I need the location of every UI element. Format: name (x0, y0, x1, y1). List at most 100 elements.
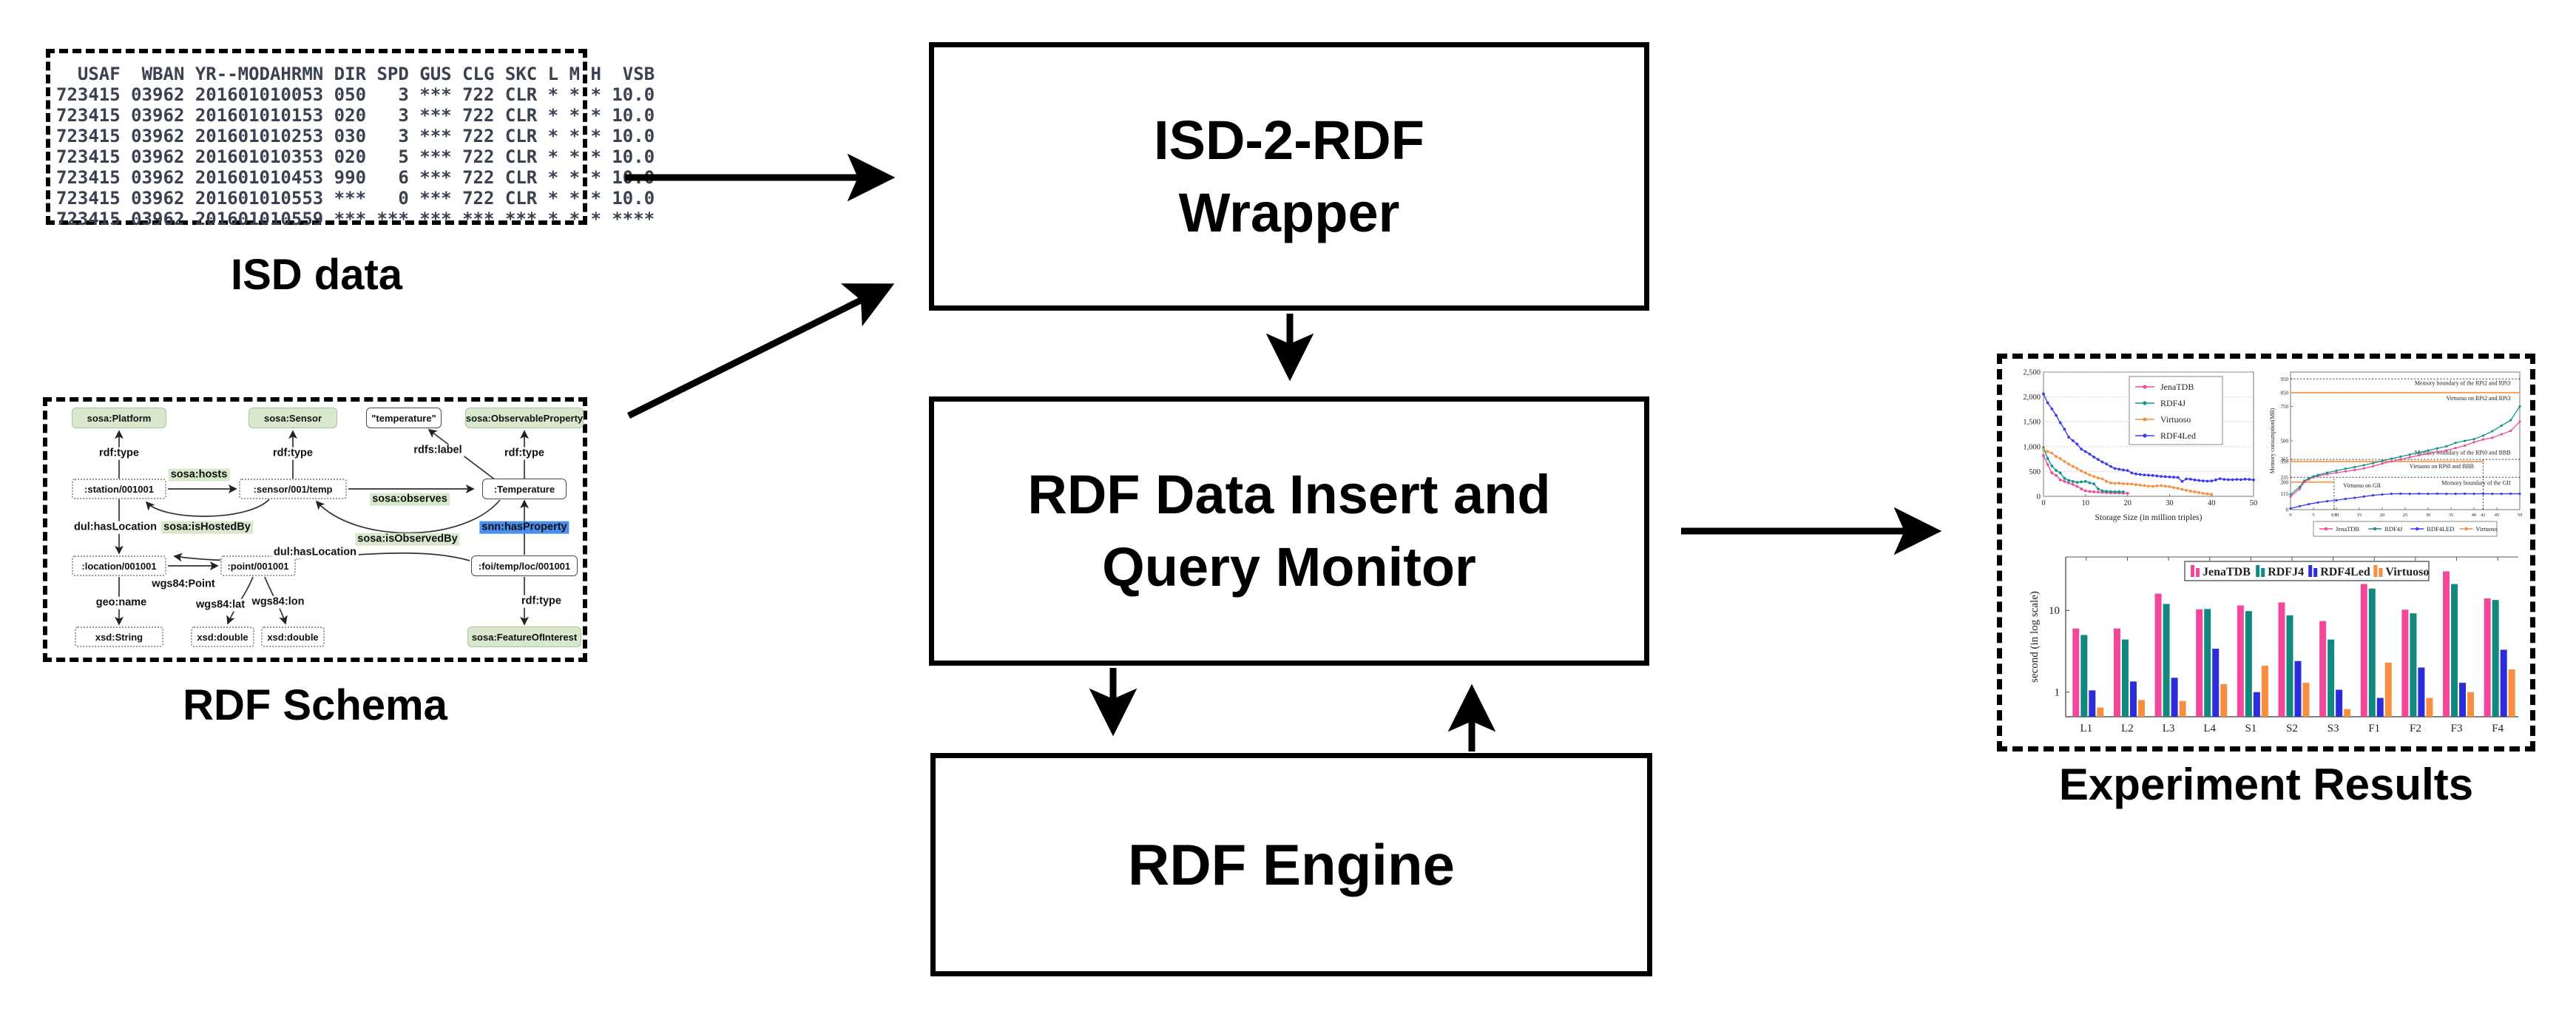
svg-text:200: 200 (2281, 479, 2289, 485)
svg-text:42: 42 (2481, 513, 2486, 518)
schema-edge-label: rdfs:label (411, 444, 464, 457)
svg-text:10: 10 (2049, 605, 2060, 617)
svg-text:L4: L4 (2203, 723, 2216, 734)
svg-text:10: 10 (2334, 513, 2339, 518)
schema-edge-label: rdf:type (271, 447, 315, 460)
svg-text:Virtuoso on GII: Virtuoso on GII (2343, 482, 2381, 489)
schema-node: sosa:Platform (72, 408, 166, 428)
svg-text:F2: F2 (2410, 723, 2421, 734)
svg-text:9.5: 9.5 (2331, 513, 2337, 518)
svg-text:S3: S3 (2327, 723, 2339, 734)
schema-edge-label: sosa:observes (370, 493, 450, 506)
schema-node: :location/001001 (72, 555, 166, 576)
svg-text:RDF4Led: RDF4Led (2160, 430, 2196, 441)
rdf-schema-graph: sosa:Platform sosa:Sensor "temperature" sos… (47, 402, 584, 658)
svg-text:10: 10 (2082, 499, 2090, 507)
svg-text:RDF4Led: RDF4Led (2320, 566, 2370, 578)
schema-node: :point/001001 (220, 555, 296, 576)
svg-text:0: 0 (2041, 499, 2045, 507)
wrapper-title-line2: Wrapper (1178, 181, 1400, 243)
svg-text:25: 25 (2403, 513, 2408, 518)
svg-text:1,500: 1,500 (2023, 419, 2041, 427)
svg-text:20: 20 (2380, 513, 2385, 518)
schema-node: :Temperature (482, 479, 567, 499)
svg-text:15: 15 (2357, 513, 2362, 518)
svg-text:20: 20 (2123, 499, 2132, 507)
svg-text:L3: L3 (2163, 723, 2175, 734)
svg-text:500: 500 (2029, 468, 2041, 476)
svg-text:L2: L2 (2121, 723, 2134, 734)
rdf-schema-box: sosa:Platform sosa:Sensor "temperature" sos… (43, 397, 587, 662)
wrapper-title-line1: ISD-2-RDF (1154, 109, 1424, 171)
schema-node: "temperature" (366, 408, 442, 428)
svg-text:1: 1 (2055, 687, 2061, 699)
isd-data-table: USAF WBAN YR--MODAHRMN DIR SPD GUS CLG S… (56, 64, 655, 229)
svg-text:950: 950 (2281, 376, 2289, 382)
svg-text:S2: S2 (2286, 723, 2298, 734)
schema-edge-label: geo:name (93, 596, 149, 609)
svg-text:2,000: 2,000 (2023, 394, 2041, 402)
svg-text:2,500: 2,500 (2023, 369, 2041, 377)
experiment-results-caption: Experiment Results (2058, 760, 2474, 809)
schema-edge-label: wgs84:lon (249, 595, 307, 609)
schema-node: xsd:String (75, 626, 163, 647)
svg-text:0: 0 (2286, 507, 2289, 513)
schema-edge-label: rdf:type (97, 447, 141, 460)
svg-text:50: 50 (2250, 499, 2258, 507)
svg-text:JenaTDB: JenaTDB (2160, 382, 2194, 392)
schema-node: sosa:ObservableProperty (465, 408, 584, 428)
svg-text:5: 5 (2312, 513, 2314, 518)
isd-data-box: USAF WBAN YR--MODAHRMN DIR SPD GUS CLG S… (46, 49, 655, 229)
schema-edge-label: wgs84:lat (193, 598, 248, 612)
svg-text:Virtuoso: Virtuoso (2475, 525, 2497, 533)
schema-edge-label: rdf:type (502, 447, 547, 460)
schema-node: :sensor/001/temp (239, 479, 347, 499)
svg-text:Virtuoso: Virtuoso (2385, 566, 2429, 578)
schema-node: xsd:double (261, 626, 325, 647)
monitor-title-line1: RDF Data Insert and (1027, 464, 1551, 526)
svg-text:L1: L1 (2080, 723, 2092, 734)
svg-text:RDF4LED: RDF4LED (2427, 525, 2454, 533)
svg-text:Memory boundary of the GII: Memory boundary of the GII (2441, 480, 2511, 487)
svg-text:1,000: 1,000 (2023, 443, 2041, 451)
schema-edge-label: rdf:type (519, 595, 564, 608)
isd-data-caption: ISD data (230, 251, 403, 299)
svg-text:RDF4J: RDF4J (2160, 398, 2185, 408)
svg-text:Memory consumption(MB): Memory consumption(MB) (2269, 408, 2276, 473)
svg-text:40: 40 (2472, 513, 2477, 518)
schema-edge-label: sosa:hosts (168, 468, 230, 482)
svg-text:350: 350 (2281, 459, 2289, 465)
svg-text:Storage Size (in million tripl: Storage Size (in million triples) (2095, 513, 2202, 522)
rdf-engine-box: RDF Engine (930, 753, 1652, 976)
svg-text:40: 40 (2208, 499, 2216, 507)
svg-text:30: 30 (2166, 499, 2174, 507)
svg-text:0: 0 (2289, 513, 2291, 518)
svg-text:115: 115 (2281, 491, 2289, 497)
svg-text:F4: F4 (2492, 723, 2504, 734)
svg-text:second (in log scale): second (in log scale) (2029, 591, 2041, 683)
svg-text:S1: S1 (2245, 723, 2256, 734)
schema-node: sosa:FeatureOfInterest (467, 626, 581, 647)
schema-edge-label: sosa:isHostedBy (161, 521, 253, 534)
arrow-schema-to-wrapper (626, 283, 895, 419)
svg-text:Memory boundary of the RPi0 an: Memory boundary of the RPi0 and BBB (2415, 450, 2511, 456)
svg-text:35: 35 (2449, 513, 2454, 518)
rdf-schema-caption: RDF Schema (183, 681, 447, 729)
schema-edge-label: snn:hasProperty (479, 521, 569, 534)
schema-node: :foi/temp/loc/001001 (471, 555, 578, 576)
svg-text:365: 365 (2281, 457, 2289, 463)
svg-text:50: 50 (2518, 513, 2523, 518)
schema-edge-label: sosa:isObservedBy (355, 533, 460, 546)
schema-edge-label: wgs84:Point (149, 578, 217, 591)
schema-node: sosa:Sensor (249, 408, 337, 428)
rdf-data-insert-query-monitor-box: RDF Data Insert and Query Monitor (929, 396, 1649, 666)
engine-title: RDF Engine (1128, 831, 1455, 897)
svg-text:Virtuoso on RPi0 and BBB: Virtuoso on RPi0 and BBB (2410, 463, 2474, 470)
svg-text:750: 750 (2281, 404, 2289, 410)
svg-text:F1: F1 (2368, 723, 2380, 734)
schema-node: :station/001001 (72, 479, 166, 499)
